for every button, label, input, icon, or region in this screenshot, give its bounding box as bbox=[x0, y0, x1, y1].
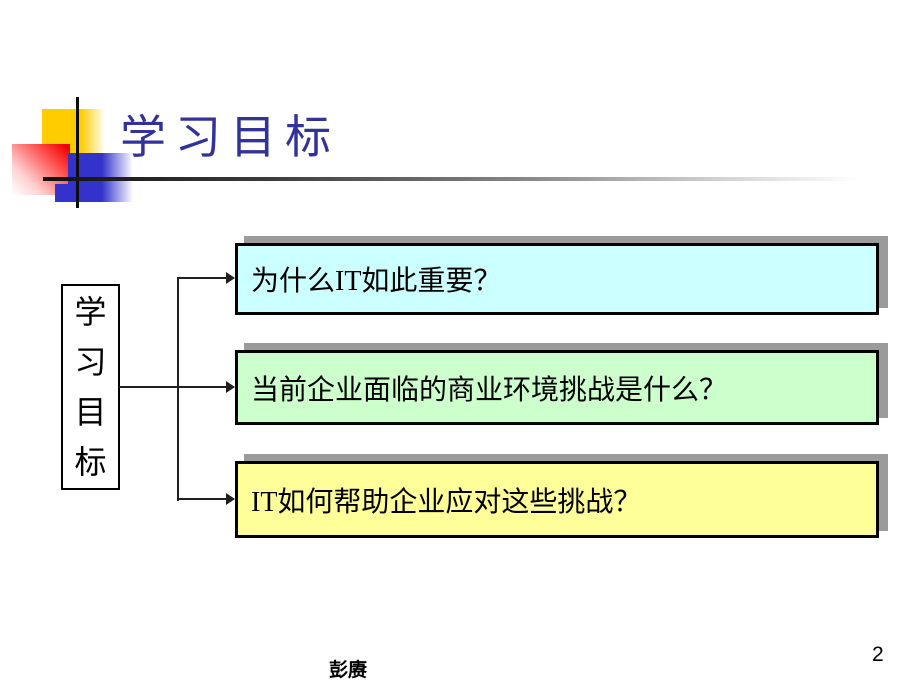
arrow-right-icon bbox=[226, 493, 235, 505]
branch-box-it-help: IT如何帮助企业应对这些挑战？ bbox=[235, 461, 879, 538]
arrow-right-icon bbox=[226, 272, 235, 284]
connector-top-line bbox=[177, 277, 227, 279]
branch-label: 当前企业面临的商业环境挑战是什么？ bbox=[251, 374, 728, 406]
ornament-vertical-line bbox=[76, 97, 79, 208]
branch-box-why-it-important: 为什么IT如此重要？ bbox=[235, 243, 879, 315]
diagram-root-label: 学 习 目 标 bbox=[74, 294, 107, 480]
accent-square-blue-icon bbox=[55, 184, 69, 202]
arrow-right-icon bbox=[226, 381, 235, 393]
footer-author: 彭赓 bbox=[329, 660, 368, 681]
page-title: 学习目标 bbox=[120, 112, 340, 163]
title-underline bbox=[43, 177, 860, 181]
connector-middle-line bbox=[119, 386, 227, 388]
diagram-root-box: 学 习 目 标 bbox=[61, 284, 120, 490]
connector-bottom-line bbox=[177, 498, 227, 500]
page-number: 2 bbox=[872, 643, 884, 666]
branch-box-business-challenges: 当前企业面临的商业环境挑战是什么？ bbox=[235, 350, 879, 425]
branch-label: 为什么IT如此重要？ bbox=[251, 266, 502, 297]
connector-trunk-line bbox=[177, 277, 179, 501]
branch-label: IT如何帮助企业应对这些挑战？ bbox=[251, 486, 642, 518]
